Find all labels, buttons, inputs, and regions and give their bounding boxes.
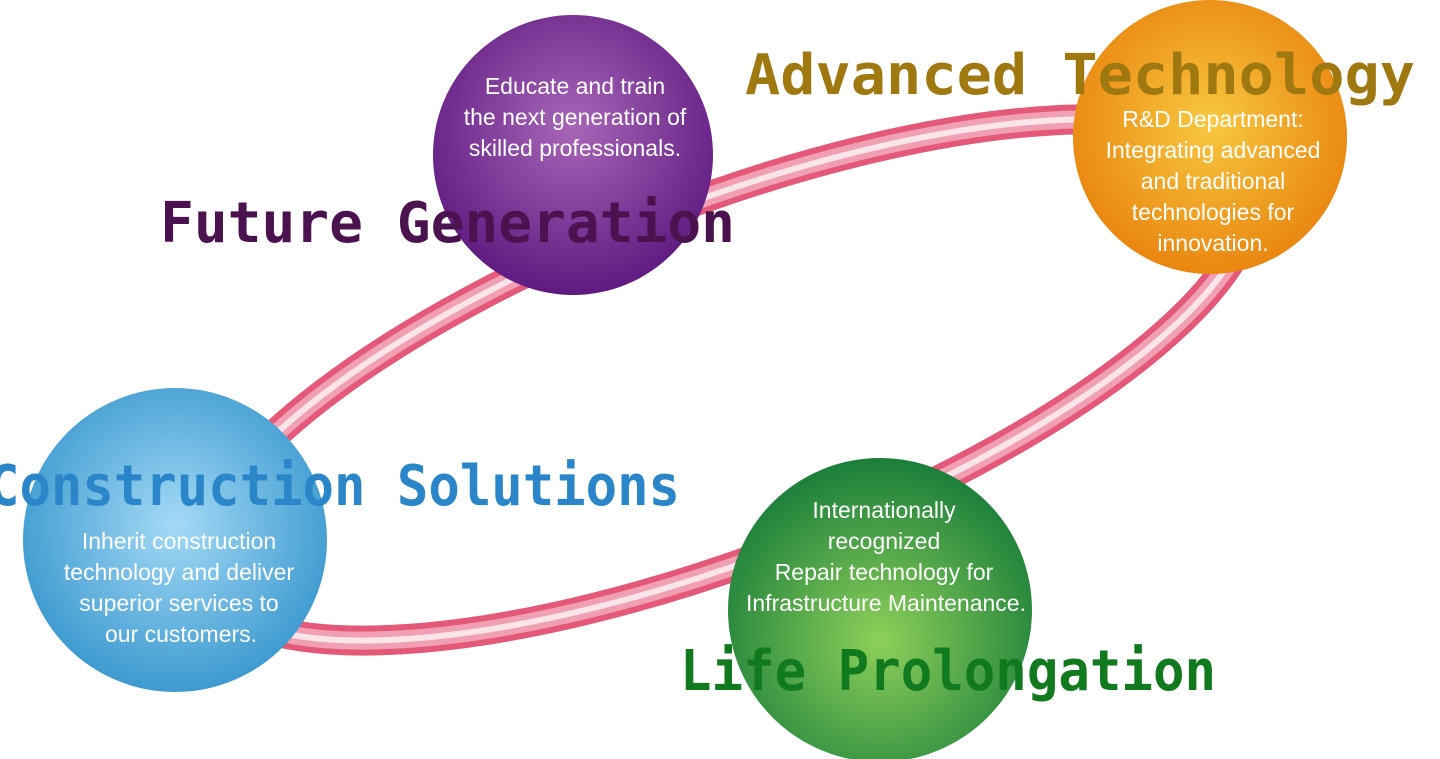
text-line: Repair technology for	[775, 559, 994, 585]
text-line: Inherit construction	[82, 528, 276, 554]
text-line: technologies for	[1132, 199, 1295, 225]
life-prolongation-circle	[728, 458, 1032, 759]
future-generation-title: Future Generation	[160, 191, 735, 256]
construction-solutions-text: Inherit construction technology and deli…	[64, 528, 294, 647]
construction-solutions-title: Construction Solutions	[0, 454, 680, 519]
advanced-technology-circle	[1073, 0, 1347, 274]
text-line: Internationally	[812, 497, 956, 523]
construction-solutions-circle	[23, 388, 327, 692]
text-line: Integrating advanced	[1106, 137, 1321, 163]
text-line: innovation.	[1157, 230, 1268, 256]
text-line: our customers.	[105, 621, 257, 647]
text-line: the next generation of	[464, 104, 687, 130]
text-line: R&D Department:	[1122, 106, 1304, 132]
future-generation-text: Educate and train the next generation of…	[464, 73, 687, 161]
life-prolongation-title: Life Prolongation	[680, 639, 1216, 704]
text-line: Infrastructure Maintenance.	[746, 590, 1026, 616]
text-line: skilled professionals.	[469, 135, 681, 161]
text-line: Educate and train	[485, 73, 665, 99]
text-line: recognized	[828, 528, 941, 554]
life-prolongation-text: Internationally recognized Repair techno…	[746, 497, 1026, 616]
future-generation-circle	[433, 15, 713, 295]
advanced-technology-text: R&D Department: Integrating advanced and…	[1106, 106, 1321, 256]
text-line: superior services to	[79, 590, 278, 616]
text-line: technology and deliver	[64, 559, 294, 585]
text-line: and traditional	[1141, 168, 1286, 194]
advanced-technology-title: Advanced Technology	[745, 43, 1415, 108]
